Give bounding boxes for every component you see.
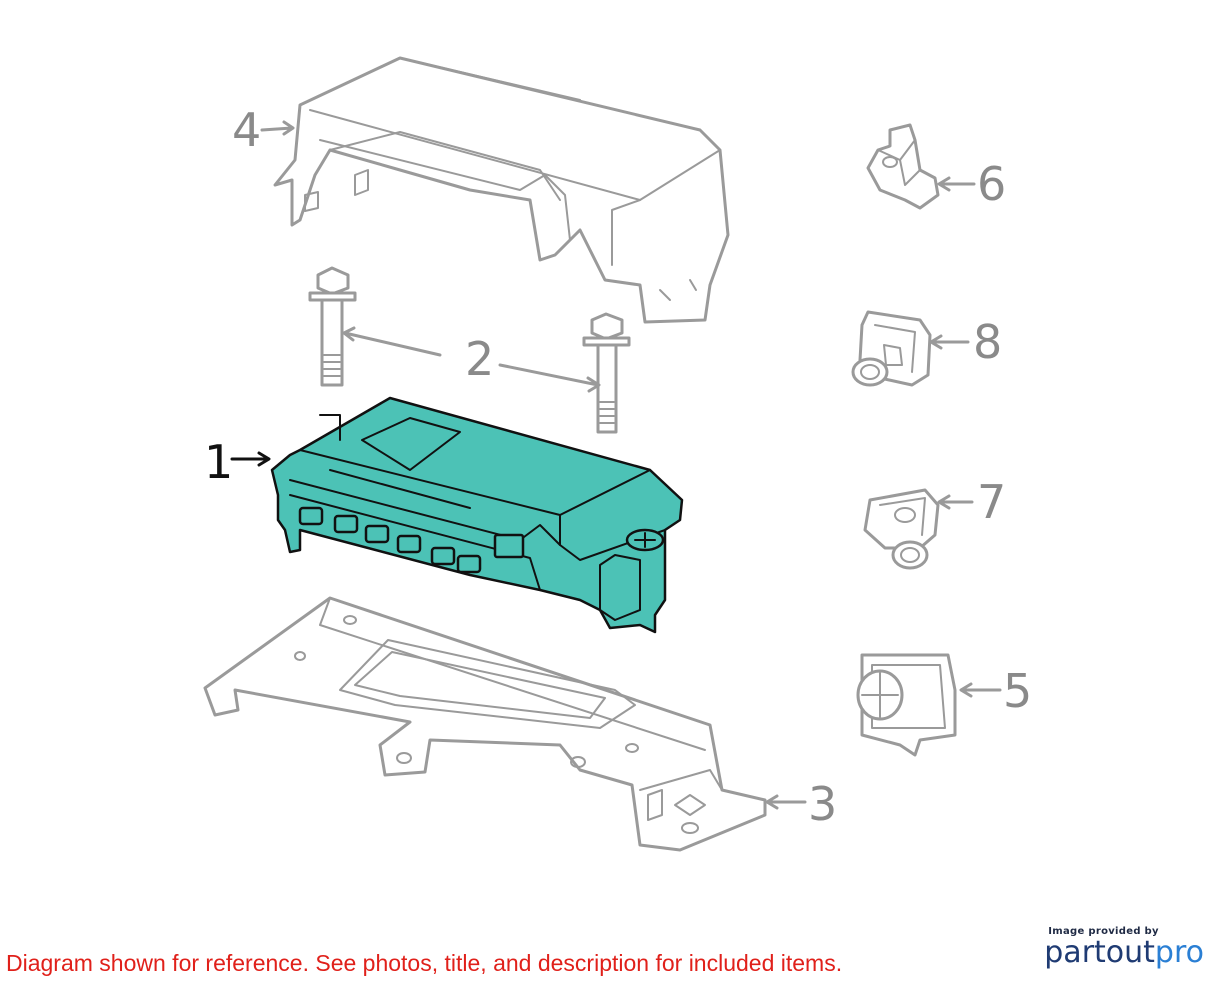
part-1-module [270,396,684,634]
module-connectors [298,506,525,574]
part-5-sensor [856,653,957,757]
part-2-bolt-left [308,266,357,387]
part-2-bolt-right [582,312,631,434]
callout-6: 6 [977,157,1006,211]
callout-5: 5 [1003,664,1032,718]
callout-8: 8 [973,315,1002,369]
brand-name-part1: partout [1044,935,1155,970]
disclaimer-text: Diagram shown for reference. See photos,… [6,950,843,976]
callout-4: 4 [232,103,261,157]
callout-7: 7 [977,475,1006,529]
part-7-sensor [863,488,940,570]
callout-3: 3 [808,777,837,831]
part-6-sensor [866,123,940,210]
brand-name-part2: pro [1154,935,1204,970]
part-3-bracket [203,596,767,852]
callout-1: 1 [204,435,233,489]
callout-2: 2 [465,332,494,386]
part-4-cover [273,56,730,324]
brand-logo: Image provided by partoutpro [1044,926,1204,969]
leader-lines [230,120,1002,810]
part-8-sensor [851,310,932,387]
brand-name: partoutpro [1044,937,1204,969]
brand-tagline: Image provided by [1048,926,1159,937]
